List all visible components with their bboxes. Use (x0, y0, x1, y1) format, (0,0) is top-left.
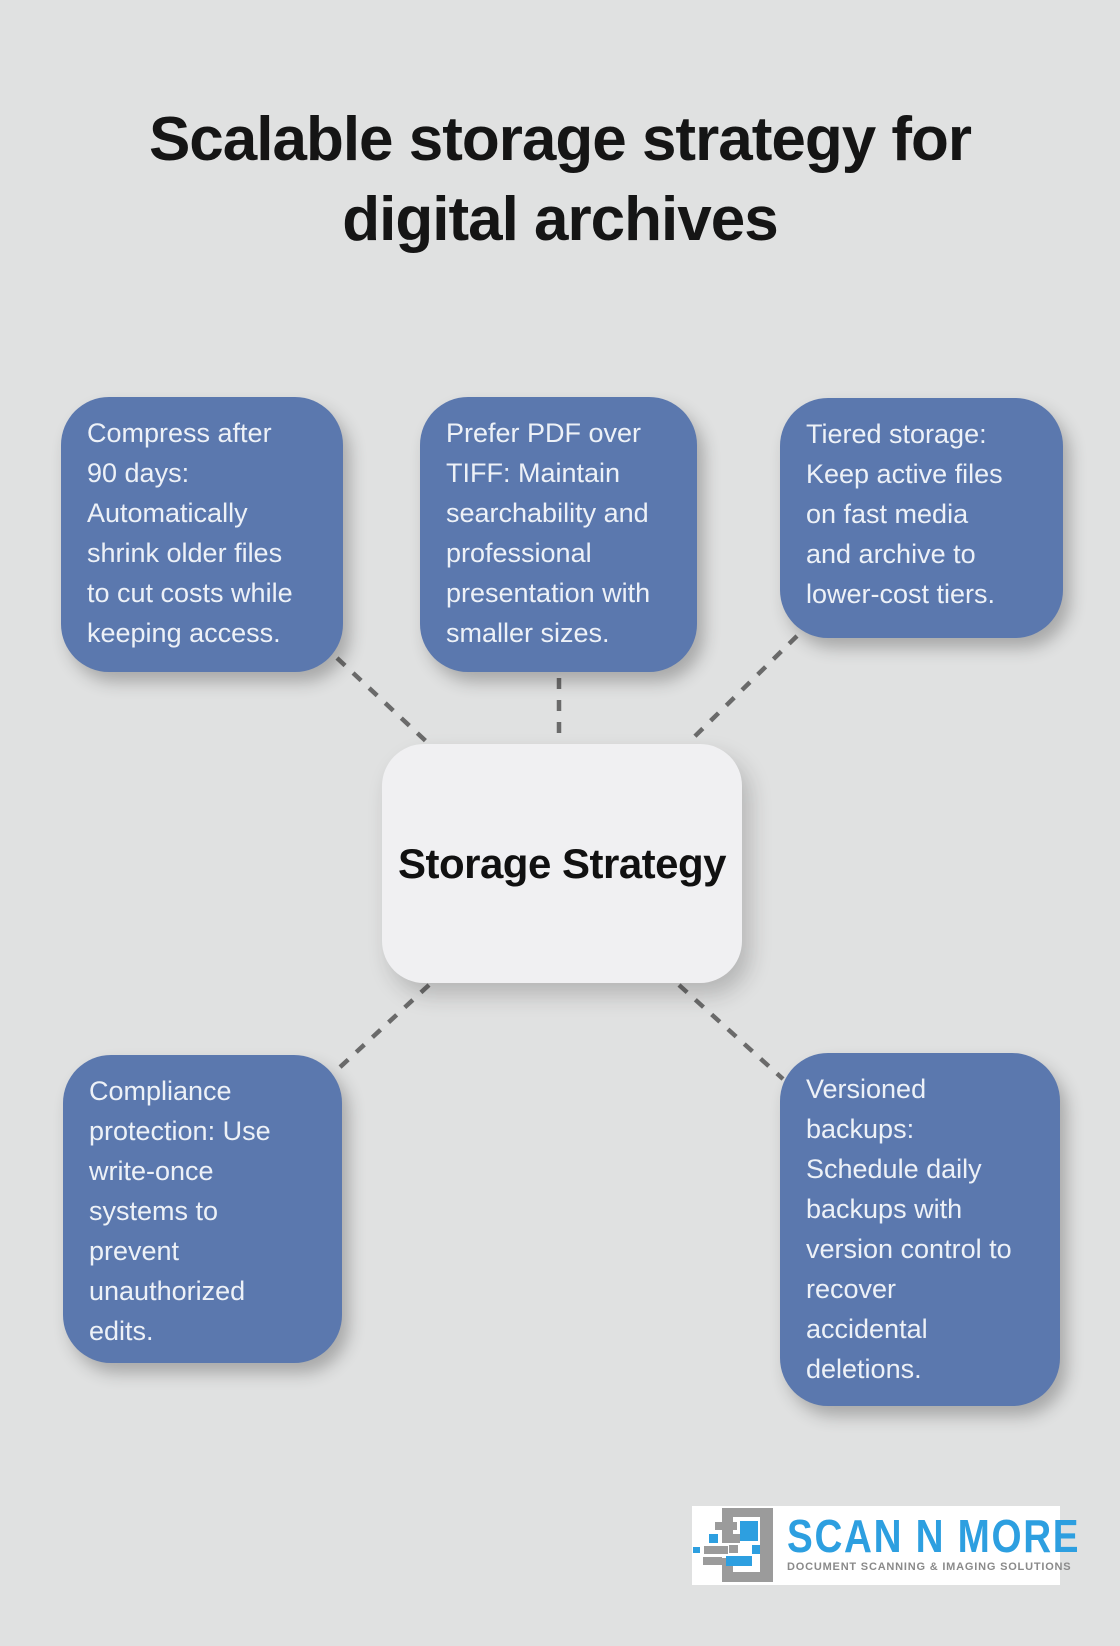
logo-tagline: DOCUMENT SCANNING & IMAGING SOLUTIONS (787, 1561, 1072, 1573)
node-text: Compress after 90 days: Automatically sh… (87, 418, 293, 648)
node-prefer-pdf-over-tiff: Prefer PDF over TIFF: Maintain searchabi… (420, 397, 697, 672)
connector-compress-to-center (335, 656, 431, 746)
node-text: Tiered storage: Keep active files on fas… (806, 419, 1003, 609)
node-compress-after-90-days: Compress after 90 days: Automatically sh… (61, 397, 343, 672)
connector-center-to-compliance (336, 983, 431, 1071)
connector-center-to-versioned (677, 983, 785, 1081)
document-scan-icon (693, 1508, 773, 1582)
connector-tiered-to-center (686, 634, 799, 745)
logo-text-block: SCAN N MORE DOCUMENT SCANNING & IMAGING … (787, 1510, 1081, 1573)
node-compliance-protection: Compliance protection: Use write-once sy… (63, 1055, 342, 1363)
center-node-label: Storage Strategy (397, 839, 727, 887)
node-text: Versioned backups: Schedule daily backup… (806, 1074, 1012, 1384)
node-versioned-backups: Versioned backups: Schedule daily backup… (780, 1053, 1060, 1406)
node-text: Prefer PDF over TIFF: Maintain searchabi… (446, 418, 651, 648)
logo-name: SCAN N MORE (787, 1510, 1081, 1562)
center-node-storage-strategy: Storage Strategy (382, 744, 742, 983)
node-tiered-storage: Tiered storage: Keep active files on fas… (780, 398, 1063, 638)
page-title: Scalable storage strategy for digital ar… (148, 105, 972, 254)
node-text: Compliance protection: Use write-once sy… (89, 1076, 271, 1346)
